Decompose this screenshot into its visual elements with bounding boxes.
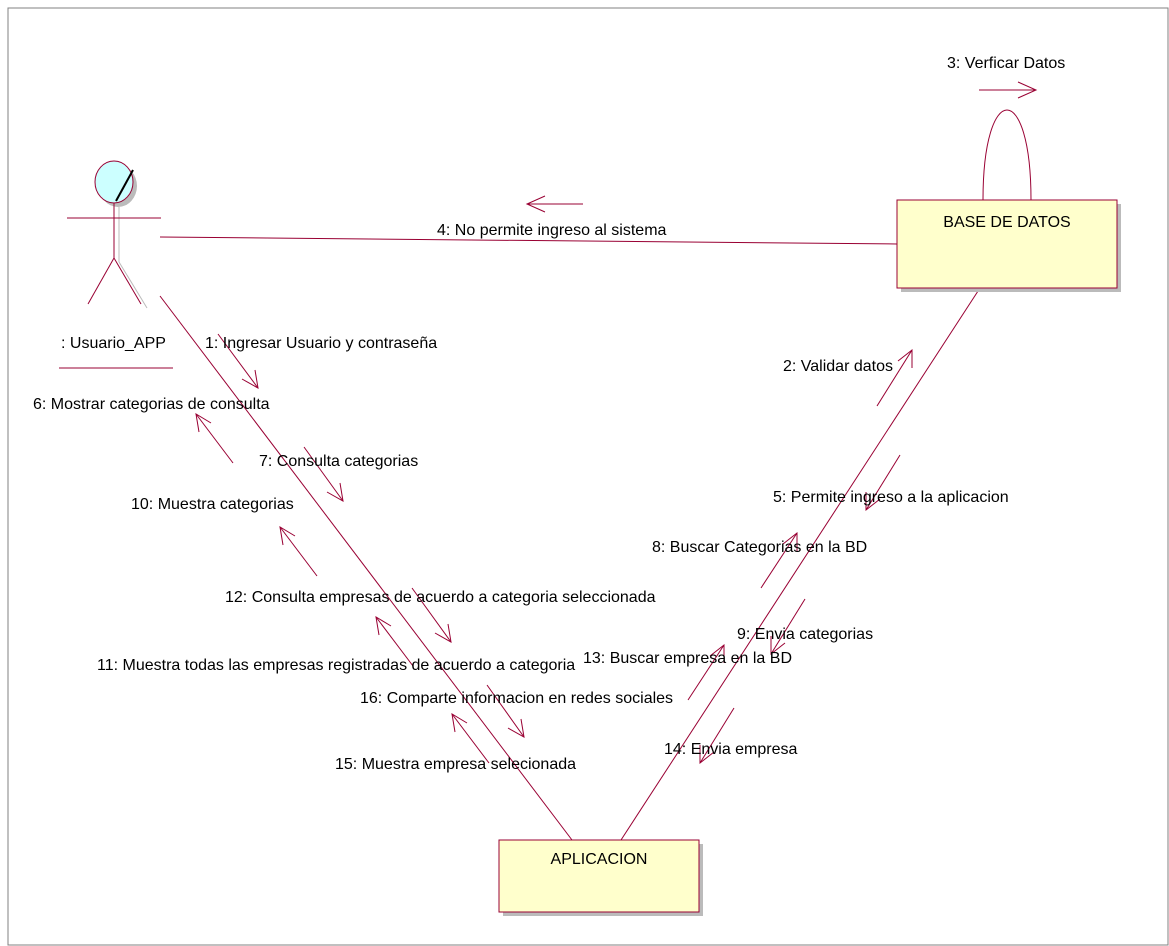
message-label-m11: 11: Muestra todas las empresas registrad… — [97, 657, 575, 674]
actor-leg-left — [87, 257, 115, 305]
arrow-m1 — [217, 333, 259, 389]
link-actor-application — [159, 295, 573, 841]
database-label: BASE DE DATOS — [943, 214, 1070, 231]
message-label-m3: 3: Verficar Datos — [947, 55, 1065, 72]
message-label-m15: 15: Muestra empresa selecionada — [335, 756, 576, 773]
diagram-frame — [7, 7, 1169, 946]
link-actor-database — [159, 236, 898, 245]
arrow-m2 — [876, 348, 913, 407]
arrow-m6 — [195, 413, 234, 464]
message-label-m6: 6: Mostrar categorias de consulta — [33, 396, 270, 413]
link-database-application — [620, 287, 981, 841]
arrow-m15 — [451, 713, 490, 764]
message-label-m4: 4: No permite ingreso al sistema — [437, 222, 667, 239]
message-label-m16: 16: Comparte informacion en redes social… — [360, 690, 673, 707]
self-link-database — [982, 109, 1032, 201]
actor-leg-right — [113, 257, 142, 305]
message-label-m2: 2: Validar datos — [783, 358, 893, 375]
object-aplicacion[interactable]: APLICACION — [498, 839, 703, 916]
arrow-m9 — [770, 598, 806, 656]
arrow-m5 — [865, 454, 901, 512]
message-label-m13: 13: Buscar empresa en la BD — [583, 650, 792, 667]
message-label-m1: 1: Ingresar Usuario y contraseña — [205, 335, 437, 352]
message-label-m8: 8: Buscar Categorias en la BD — [652, 539, 867, 556]
arrow-m7 — [303, 446, 344, 502]
application-box — [498, 839, 700, 913]
message-label-m9: 9: Envia categorias — [737, 626, 873, 643]
message-label-m14: 14: Envia empresa — [664, 741, 798, 758]
arrow-m14 — [699, 707, 735, 765]
arrow-m12 — [411, 587, 452, 643]
message-label-m7: 7: Consulta categorias — [259, 453, 418, 470]
arrow-m13 — [687, 643, 725, 701]
actor-head-marker — [115, 169, 134, 202]
application-label: APLICACION — [551, 851, 648, 868]
message-label-m12: 12: Consulta empresas de acuerdo a categ… — [225, 589, 656, 606]
arrow-m3 — [979, 81, 1038, 99]
message-label-m5: 5: Permite ingreso a la aplicacion — [773, 489, 1009, 506]
database-box — [896, 199, 1118, 289]
object-base-de-datos[interactable]: BASE DE DATOS — [896, 199, 1121, 292]
actor-usuario-app[interactable]: : Usuario_APP — [59, 160, 173, 369]
arrow-m16 — [486, 684, 525, 738]
arrow-m11 — [375, 616, 414, 667]
arrow-m8 — [760, 531, 798, 589]
message-label-m10: 10: Muestra categorias — [131, 496, 294, 513]
arrow-m10 — [279, 526, 318, 577]
arrow-m4 — [525, 195, 583, 213]
actor-leg-shadow — [118, 261, 148, 309]
actor-label: : Usuario_APP — [61, 335, 166, 352]
